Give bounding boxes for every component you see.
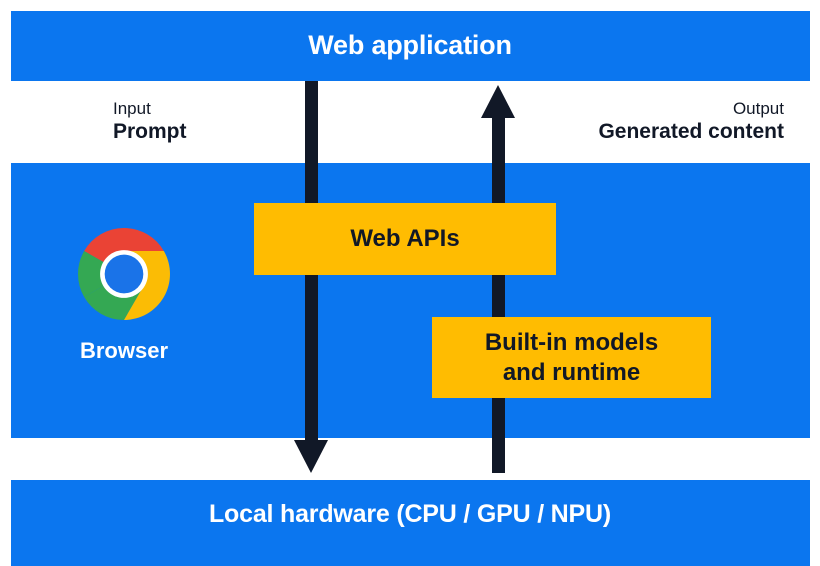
output-kicker: Output: [732, 99, 784, 118]
local-hardware-band: [11, 480, 810, 566]
built-in-models-label-line2: and runtime: [502, 358, 641, 386]
output-annotation: Output Generated content: [598, 98, 784, 146]
output-arrow-shaft: [492, 114, 505, 473]
chrome-logo-icon: [78, 228, 170, 320]
web-apis-box: Web APIs: [254, 203, 556, 275]
browser-label: Browser: [79, 338, 169, 363]
local-hardware-label: Local hardware (CPU / GPU / NPU): [208, 500, 611, 528]
built-in-models-label-line1: Built-in models: [484, 329, 659, 357]
input-title: Prompt: [113, 120, 187, 144]
input-kicker: Input: [113, 99, 151, 118]
input-annotation: Input Prompt: [113, 98, 187, 146]
input-arrow-head-icon: [294, 440, 328, 473]
output-arrow-head-icon: [481, 85, 515, 118]
web-application-label: Web application: [308, 30, 512, 60]
built-in-models-box: Built-in models and runtime: [432, 317, 711, 398]
output-title: Generated content: [598, 120, 784, 144]
web-apis-label: Web APIs: [350, 225, 460, 252]
built-in-models-label: Built-in models and runtime: [485, 328, 658, 387]
web-application-band: [11, 11, 810, 81]
